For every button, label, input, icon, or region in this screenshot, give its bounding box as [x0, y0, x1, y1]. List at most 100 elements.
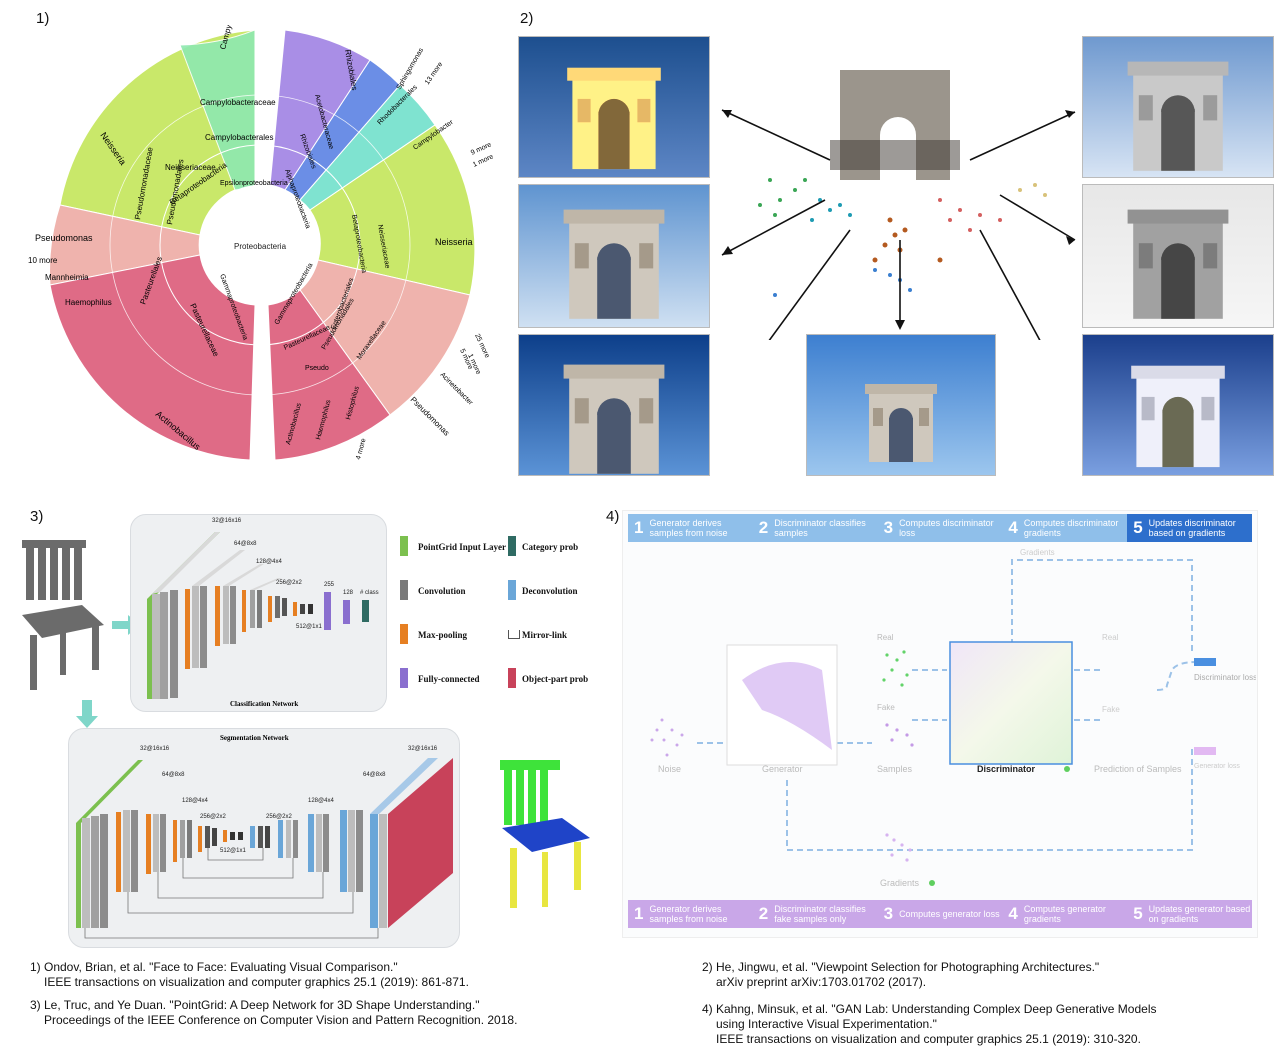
reference-2-line-1: 2) He, Jingwu, et al. "Viewpoint Selecti… — [702, 960, 1100, 974]
top-step-1[interactable]: 1 Generator derives samples from noise — [628, 514, 753, 542]
photo-top-left — [518, 36, 710, 178]
photo-mid-right — [1082, 184, 1274, 328]
top-step-3-text: Computes discriminator loss — [899, 518, 994, 538]
bottom-step-2-num: 2 — [758, 904, 769, 923]
top-step-1-num: 1 — [634, 518, 644, 537]
point-cloud-arch — [830, 70, 960, 180]
top-step-4[interactable]: 4 Computes discriminator gradients — [1002, 514, 1127, 542]
reference-1: 1) Ondov, Brian, et al. "Face to Face: E… — [30, 960, 469, 990]
legend-swatch-category — [508, 536, 516, 556]
c-dim-2: 64@8x8 — [234, 541, 257, 547]
legend-mirror-label: Mirror-link — [522, 630, 567, 640]
bottom-step-3-num: 3 — [883, 904, 894, 923]
sb-thirteen-more: 13 more — [424, 61, 445, 86]
top-step-2-text: Discriminator classifies samples — [774, 518, 866, 538]
top-step-5-text: Updates discriminator based on gradients — [1148, 518, 1236, 538]
real-sample-points — [882, 650, 909, 687]
ganlab-graph: Noise Generator Real Fake Samples Discri… — [650, 548, 1256, 888]
top-step-5-num: 5 — [1133, 518, 1143, 537]
gradients-bottom-label: Gradients — [880, 878, 920, 888]
top-step-3[interactable]: 3 Computes discriminator loss — [878, 514, 1003, 542]
sb-campylobacteraceae: Campylobacteraceae — [200, 98, 276, 107]
photo-bottom-right — [1082, 334, 1274, 476]
prediction-label: Prediction of Samples — [1094, 764, 1182, 774]
legend-swatch-fc — [400, 668, 408, 688]
top-step-3-num: 3 — [883, 518, 894, 537]
reference-2-line-2: arXiv preprint arXiv:1703.01702 (2017). — [716, 975, 927, 989]
bottom-step-3-text: Computes generator loss — [899, 909, 1000, 919]
reference-4: 4) Kahng, Minsuk, et al. "GAN Lab: Under… — [702, 1002, 1157, 1047]
sb-neisseria-right: Neisseria — [435, 237, 473, 247]
c-dim-4: 256@2x2 — [276, 580, 302, 586]
legend-conv-label: Convolution — [418, 586, 466, 596]
sunburst-center-label: Proteobacteria — [234, 242, 287, 251]
fake-sample-points — [885, 723, 914, 747]
c-dim-7: 128 — [343, 590, 354, 596]
viewpoint-scatter — [721, 70, 1076, 340]
bottom-step-4[interactable]: 4 Computes generator gradients — [1002, 900, 1127, 928]
s-dim-8: 64@8x8 — [363, 772, 386, 778]
bottom-step-1[interactable]: 1 Generator derives samples from noise — [628, 900, 753, 928]
fake-label: Fake — [877, 703, 895, 712]
bottom-step-4-text: Computes generator gradients — [1023, 904, 1106, 924]
sb-25-more: 25 more — [473, 333, 490, 359]
chair-voxel-gray — [22, 540, 104, 690]
bottom-step-4-num: 4 — [1008, 904, 1018, 923]
s-dim-6: 256@2x2 — [266, 814, 292, 820]
legend-fc-label: Fully-connected — [418, 674, 480, 684]
sb-acinetobacter: Acinetobacter — [439, 371, 475, 407]
real2-label: Real — [1102, 633, 1119, 642]
panel-3-label: 3) — [30, 508, 44, 525]
generator-label: Generator — [762, 764, 803, 774]
reference-3-line-2: Proceedings of the IEEE Conference on Co… — [44, 1013, 518, 1027]
c-dim-8: # class — [360, 590, 379, 596]
panel-2-label: 2) — [520, 10, 534, 27]
s-dim-3: 128@4x4 — [182, 798, 208, 804]
arrow-down-teal — [76, 700, 98, 728]
photo-mid-left — [518, 184, 710, 328]
chair-segmented — [500, 760, 590, 908]
reference-4-line-1: 4) Kahng, Minsuk, et al. "GAN Lab: Under… — [702, 1002, 1157, 1016]
c-dim-3: 128@4x4 — [256, 559, 282, 565]
sb-pseudomonas-right: Pseudomonas — [409, 395, 452, 438]
prediction-label-line: Prediction of Samples — [1094, 764, 1182, 774]
legend-input-label: PointGrid Input Layer — [418, 542, 507, 552]
segmentation-network-diagram: Segmentation Network — [76, 734, 453, 939]
s-dim-5: 512@1x1 — [220, 848, 246, 854]
noise-points — [650, 718, 684, 757]
reference-1-line-1: 1) Ondov, Brian, et al. "Face to Face: E… — [30, 960, 398, 974]
s-dim-2: 64@8x8 — [162, 772, 185, 778]
photo-bottom-center — [806, 334, 996, 476]
sb-haemophilus: Haemophilus — [65, 298, 112, 307]
c-dim-1: 32@16x16 — [212, 518, 242, 524]
bottom-step-2-text: Discriminator classifies fake samples on… — [774, 904, 866, 924]
top-step-4-num: 4 — [1008, 518, 1018, 537]
c-dim-5: 512@1x1 — [296, 624, 322, 630]
noise-label: Noise — [658, 764, 681, 774]
bottom-step-2[interactable]: 2 Discriminator classifies fake samples o… — [753, 900, 878, 928]
real-label: Real — [877, 633, 894, 642]
bottom-step-1-num: 1 — [634, 904, 644, 923]
reference-2: 2) He, Jingwu, et al. "Viewpoint Selecti… — [702, 960, 1099, 990]
reference-3: 3) Le, Truc, and Ye Duan. "PointGrid: A … — [30, 998, 517, 1028]
classification-network-title: Classification Network — [230, 700, 298, 708]
top-step-4-text: Computes discriminator gradients — [1023, 518, 1119, 538]
discriminator-label: Discriminator — [977, 764, 1036, 774]
bottom-step-5-text: Updates generator based on gradients — [1148, 904, 1251, 924]
sunburst-chart: Proteobacteria Neisseria Neisseriaceae B… — [28, 25, 495, 465]
gradient-points — [885, 833, 912, 862]
top-step-1-text: Generator derives samples from noise — [649, 518, 728, 538]
s-dim-1: 32@16x16 — [140, 746, 170, 752]
gradients-top-label: Gradients — [1020, 548, 1055, 557]
legend-maxpool-label: Max-pooling — [418, 630, 468, 640]
sb-epsilonproteobacteria: Epsilonproteobacteria — [220, 180, 288, 187]
reference-4-line-3: IEEE transactions on visualization and c… — [716, 1032, 1141, 1046]
sb-pseudo: Pseudo — [305, 365, 329, 372]
bottom-step-1-text: Generator derives samples from noise — [649, 904, 728, 924]
top-step-5[interactable]: 5 Updates discriminator based on gradient… — [1127, 514, 1252, 542]
bottom-step-3[interactable]: 3 Computes generator loss — [878, 900, 1003, 928]
